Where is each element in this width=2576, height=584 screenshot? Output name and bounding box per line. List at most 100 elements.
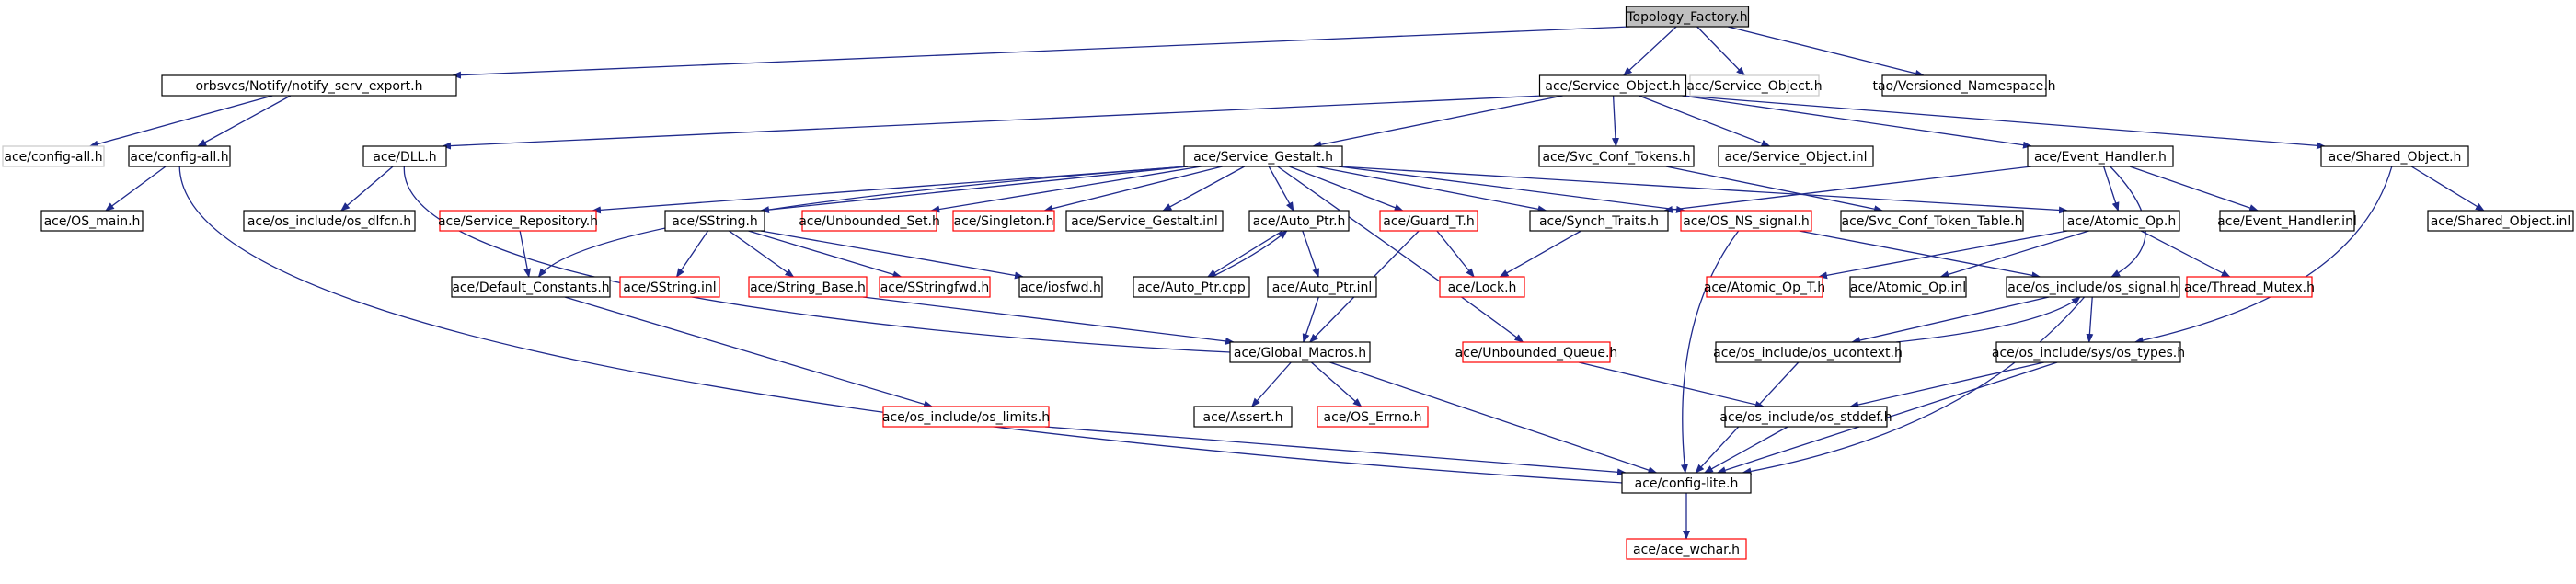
node-atomic-op[interactable]: ace/Atomic_Op.h: [2063, 210, 2180, 232]
edge-svc-obj-to-shared-obj: [1682, 95, 2326, 150]
node-os-ns-signal[interactable]: ace/OS_NS_signal.h: [1680, 210, 1812, 232]
node-label: ace/Atomic_Op.inl: [1850, 281, 1966, 295]
edge-svc-gestalt-to-os-ns-signal: [1338, 166, 1685, 213]
node-box: [1706, 276, 1823, 298]
node-label: orbsvcs/Notify/notify_serv_export.h: [195, 79, 422, 94]
edge-os-stddef-to-config-lite: [1703, 426, 1788, 474]
node-svc-obj-inl[interactable]: ace/Service_Object.inl: [1718, 145, 1874, 167]
node-atomic-op-t[interactable]: ace/Atomic_Op_T.h: [1704, 276, 1825, 298]
node-atomic-op-inl[interactable]: ace/Atomic_Op.inl: [1849, 276, 1967, 298]
node-versioned-ns[interactable]: tao/Versioned_Namespace.h: [1872, 74, 2056, 97]
node-os-errno[interactable]: ace/OS_Errno.h: [1317, 406, 1429, 428]
node-os-limits[interactable]: ace/os_include/os_limits.h: [882, 406, 1050, 428]
node-os-main[interactable]: ace/OS_main.h: [40, 210, 144, 232]
node-os-signal[interactable]: ace/os_include/os_signal.h: [2006, 276, 2180, 298]
node-svc-obj[interactable]: ace/Service_Object.h: [1538, 74, 1687, 97]
node-config-all-missing[interactable]: ace/config-all.h: [2, 145, 105, 167]
node-sstring-inl[interactable]: ace/SString.inl: [619, 276, 720, 298]
node-label: Topology_Factory.h: [1626, 10, 1747, 25]
edge-event-handler-to-atomic-op: [2102, 166, 2120, 212]
node-label: ace/Thread_Mutex.h: [2184, 281, 2315, 295]
node-event-handler-inl[interactable]: ace/Event_Handler.inl: [2217, 210, 2357, 232]
edge-global-macros-to-assert: [1251, 361, 1292, 407]
edge-os-ns-signal-to-os-signal: [1799, 230, 2041, 280]
node-notify-export[interactable]: orbsvcs/Notify/notify_serv_export.h: [161, 74, 457, 97]
node-label: ace/os_include/os_dlfcn.h: [247, 214, 411, 229]
node-svc-gestalt-inl[interactable]: ace/Service_Gestalt.inl: [1065, 210, 1224, 232]
node-box: [2027, 145, 2174, 167]
node-box: [1538, 145, 1695, 167]
node-sstringfwd[interactable]: ace/SStringfwd.h: [879, 276, 991, 298]
node-sstring[interactable]: ace/SString.h: [664, 210, 765, 232]
node-default-constants[interactable]: ace/Default_Constants.h: [451, 276, 611, 298]
node-synch-traits[interactable]: ace/Synch_Traits.h: [1529, 210, 1669, 232]
node-guard-t[interactable]: ace/Guard_T.h: [1379, 210, 1478, 232]
node-box: [451, 276, 611, 298]
node-label: ace/SString.inl: [623, 281, 716, 295]
node-unbounded-set[interactable]: ace/Unbounded_Set.h: [799, 210, 940, 232]
node-svc-gestalt[interactable]: ace/Service_Gestalt.h: [1183, 145, 1343, 167]
node-ace-wchar[interactable]: ace/ace_wchar.h: [1626, 538, 1747, 560]
node-auto-ptr-inl[interactable]: ace/Auto_Ptr.inl: [1267, 276, 1377, 298]
node-label: ace/Auto_Ptr.cpp: [1137, 281, 1246, 295]
node-singleton[interactable]: ace/Singleton.h: [952, 210, 1055, 232]
node-root[interactable]: Topology_Factory.h: [1625, 6, 1750, 28]
node-svc-repo[interactable]: ace/Service_Repository.h: [438, 210, 598, 232]
node-lock[interactable]: ace/Lock.h: [1439, 276, 1525, 298]
node-string-base[interactable]: ace/String_Base.h: [748, 276, 868, 298]
node-dll[interactable]: ace/DLL.h: [362, 145, 447, 167]
edge-guard-t-to-lock: [1436, 230, 1475, 278]
node-os-stddef[interactable]: ace/os_include/os_stddef.h: [1719, 406, 1892, 428]
node-label: ace/Service_Gestalt.h: [1193, 150, 1333, 165]
edge-root-to-versioned-ns: [1727, 26, 1925, 77]
node-label: ace/SString.h: [672, 214, 758, 229]
edge-svc-gestalt-to-unbounded-set: [930, 166, 1202, 213]
edge-svc-obj-to-svc-conf-tokens: [1611, 95, 1619, 147]
node-svc-obj-plain[interactable]: ace/Service_Object.h: [1686, 74, 1823, 97]
node-box: [952, 210, 1055, 232]
node-label: ace/SStringfwd.h: [880, 281, 990, 295]
edge-svc-obj-to-svc-obj-inl: [1639, 95, 1771, 147]
node-event-handler[interactable]: ace/Event_Handler.h: [2027, 145, 2174, 167]
node-label: ace/Unbounded_Queue.h: [1455, 346, 1618, 361]
node-label: ace/os_include/os_limits.h: [882, 410, 1050, 425]
node-box: [2219, 210, 2355, 232]
node-config-all[interactable]: ace/config-all.h: [128, 145, 231, 167]
edge-default-constants-to-os-limits: [564, 296, 934, 408]
node-label: ace/config-lite.h: [1635, 476, 1739, 491]
node-label: ace/config-all.h: [4, 150, 102, 165]
node-shared-obj[interactable]: ace/Shared_Object.h: [2320, 145, 2469, 167]
node-label: ace/Service_Object.h: [1545, 79, 1680, 94]
node-box: [2, 145, 105, 167]
edge-svc-repo-to-default-constants: [519, 230, 532, 278]
node-thread-mutex[interactable]: ace/Thread_Mutex.h: [2184, 276, 2315, 298]
node-iosfwd[interactable]: ace/iosfwd.h: [1018, 276, 1103, 298]
node-config-lite[interactable]: ace/config-lite.h: [1621, 472, 1752, 494]
node-label: ace/String_Base.h: [750, 281, 866, 295]
edge-svc-gestalt-to-guard-t: [1289, 166, 1404, 212]
node-svc-conf-tokens[interactable]: ace/Svc_Conf_Tokens.h: [1538, 145, 1695, 167]
node-auto-ptr[interactable]: ace/Auto_Ptr.h: [1248, 210, 1350, 232]
node-label: ace/Event_Handler.inl: [2217, 214, 2357, 229]
edge-svc-obj-to-svc-gestalt: [1312, 95, 1563, 149]
edge-svc-gestalt-to-synch-traits: [1316, 166, 1547, 213]
edge-svc-obj-to-dll: [442, 95, 1544, 150]
node-sys-os-types[interactable]: ace/os_include/sys/os_types.h: [1992, 341, 2185, 363]
node-os-ucontext[interactable]: ace/os_include/os_ucontext.h: [1713, 341, 1903, 363]
node-assert[interactable]: ace/Assert.h: [1193, 406, 1293, 428]
edges-layer: [88, 26, 2485, 540]
node-unbounded-queue[interactable]: ace/Unbounded_Queue.h: [1455, 341, 1618, 363]
node-shared-obj-inl[interactable]: ace/Shared_Object.inl: [2427, 210, 2574, 232]
node-svc-conf-token-table[interactable]: ace/Svc_Conf_Token_Table.h: [1840, 210, 2024, 232]
node-label: ace/Event_Handler.h: [2034, 150, 2167, 165]
edge-os-signal-to-os-ucontext: [1851, 296, 2050, 344]
node-label: ace/os_include/os_signal.h: [2007, 281, 2179, 295]
node-global-macros[interactable]: ace/Global_Macros.h: [1229, 341, 1371, 363]
node-box: [243, 210, 416, 232]
node-label: ace/Shared_Object.h: [2329, 150, 2462, 165]
node-box: [2320, 145, 2469, 167]
node-os-dlfcn[interactable]: ace/os_include/os_dlfcn.h: [243, 210, 416, 232]
node-auto-ptr-cpp[interactable]: ace/Auto_Ptr.cpp: [1133, 276, 1250, 298]
node-label: ace/Auto_Ptr.inl: [1272, 281, 1373, 295]
node-label: ace/ace_wchar.h: [1633, 543, 1740, 557]
